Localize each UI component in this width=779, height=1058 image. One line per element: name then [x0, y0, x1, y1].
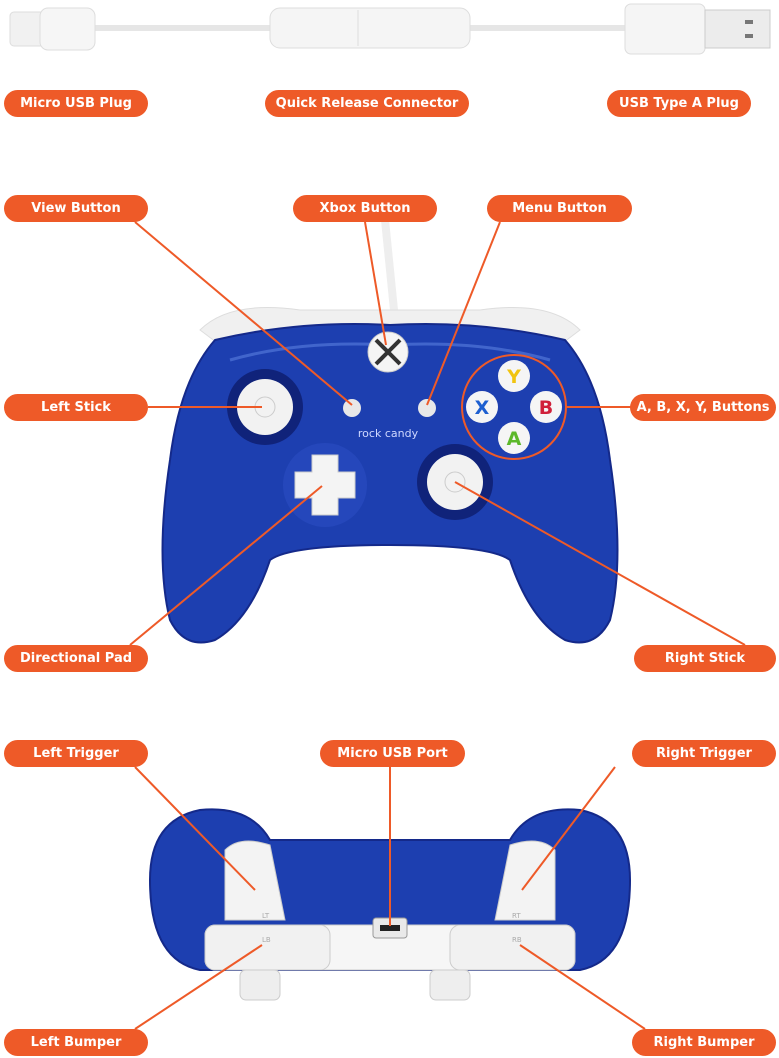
view-button	[343, 399, 361, 417]
usb-cable	[9, 3, 771, 55]
right-bumper	[449, 924, 576, 971]
right-trigger	[494, 840, 556, 921]
x-button: X	[475, 397, 490, 419]
left-bumper	[204, 924, 331, 971]
quick-release-connector	[269, 7, 471, 49]
label-left-stick: Left Stick	[4, 394, 148, 421]
directional-pad	[294, 454, 356, 516]
label-micro-usb-port: Micro USB Port	[320, 740, 465, 767]
label-left-bumper: Left Bumper	[4, 1029, 148, 1056]
rb-mark: RB	[512, 936, 522, 944]
micro-usb-plug	[9, 11, 45, 47]
brand-logo: rock candy	[358, 427, 419, 440]
label-directional-pad: Directional Pad	[4, 645, 148, 672]
label-micro-usb-plug: Micro USB Plug	[4, 90, 148, 117]
controller-front: rock candy Y X B A	[161, 219, 619, 644]
usb-type-a-plug	[624, 3, 706, 55]
y-button: Y	[506, 366, 521, 388]
label-quick-release-connector: Quick Release Connector	[265, 90, 469, 117]
left-stick	[237, 379, 293, 435]
label-face-buttons: A, B, X, Y, Buttons	[630, 394, 776, 421]
label-right-trigger: Right Trigger	[632, 740, 776, 767]
label-right-bumper: Right Bumper	[632, 1029, 776, 1056]
leader-lines	[129, 221, 746, 1030]
label-view-button: View Button	[4, 195, 148, 222]
left-trigger	[224, 840, 286, 921]
label-usb-type-a-plug: USB Type A Plug	[607, 90, 751, 117]
rt-mark: RT	[512, 912, 521, 920]
lb-mark: LB	[262, 936, 271, 944]
b-button: B	[539, 397, 553, 419]
label-left-trigger: Left Trigger	[4, 740, 148, 767]
menu-button	[418, 399, 436, 417]
face-buttons: Y X B A	[466, 360, 562, 454]
a-button: A	[507, 428, 522, 450]
label-menu-button: Menu Button	[487, 195, 632, 222]
lt-mark: LT	[262, 912, 270, 920]
label-xbox-button: Xbox Button	[293, 195, 437, 222]
label-right-stick: Right Stick	[634, 645, 776, 672]
